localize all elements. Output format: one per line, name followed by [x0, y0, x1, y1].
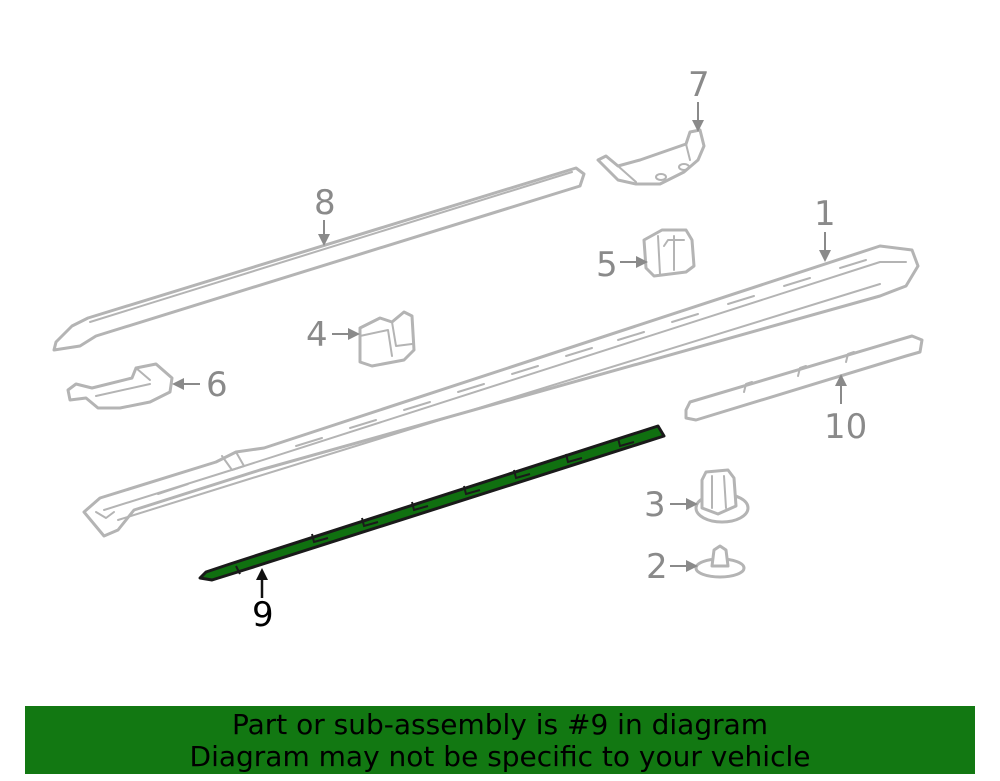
- callout-2[interactable]: 2: [646, 547, 668, 587]
- part-3-push-clip[interactable]: [694, 468, 750, 524]
- part-1-rocker-board[interactable]: [82, 244, 920, 538]
- callout-3[interactable]: 3: [644, 485, 666, 525]
- info-banner: Part or sub-assembly is #9 in diagram Di…: [25, 706, 975, 774]
- leader-arrow-9: [256, 568, 268, 598]
- leader-arrow-4: [332, 328, 360, 340]
- part-6-bracket[interactable]: [66, 362, 174, 410]
- part-10-lower-trim[interactable]: [684, 334, 924, 422]
- callout-7[interactable]: 7: [688, 65, 710, 105]
- parts-diagram: 1 2 3 4 5 6 7 8 9 10: [52, 65, 924, 635]
- leader-arrow-7: [692, 102, 704, 132]
- banner-line-2: Diagram may not be specific to your vehi…: [189, 740, 811, 773]
- part-2-fastener[interactable]: [694, 544, 746, 579]
- callout-4[interactable]: 4: [306, 315, 328, 355]
- leader-arrow-5: [620, 256, 648, 268]
- callout-6[interactable]: 6: [206, 365, 228, 405]
- part-7-bracket[interactable]: [596, 128, 706, 186]
- leader-arrow-6: [172, 378, 200, 390]
- callout-1[interactable]: 1: [814, 194, 836, 234]
- part-5-clip[interactable]: [642, 228, 696, 278]
- leader-arrow-2: [670, 560, 698, 572]
- leader-arrow-8: [318, 220, 330, 246]
- callout-8[interactable]: 8: [314, 183, 336, 223]
- banner-line-1: Part or sub-assembly is #9 in diagram: [231, 708, 769, 741]
- leader-arrow-1: [819, 232, 831, 262]
- callout-10[interactable]: 10: [824, 407, 867, 447]
- part-9-highlighted-molding[interactable]: [198, 424, 666, 582]
- callout-9[interactable]: 9: [252, 595, 274, 635]
- part-8-upper-molding[interactable]: [52, 166, 586, 352]
- callout-5[interactable]: 5: [596, 245, 618, 285]
- leader-arrow-3: [670, 498, 698, 510]
- part-4-clip[interactable]: [358, 310, 416, 368]
- leader-arrow-10: [835, 374, 847, 404]
